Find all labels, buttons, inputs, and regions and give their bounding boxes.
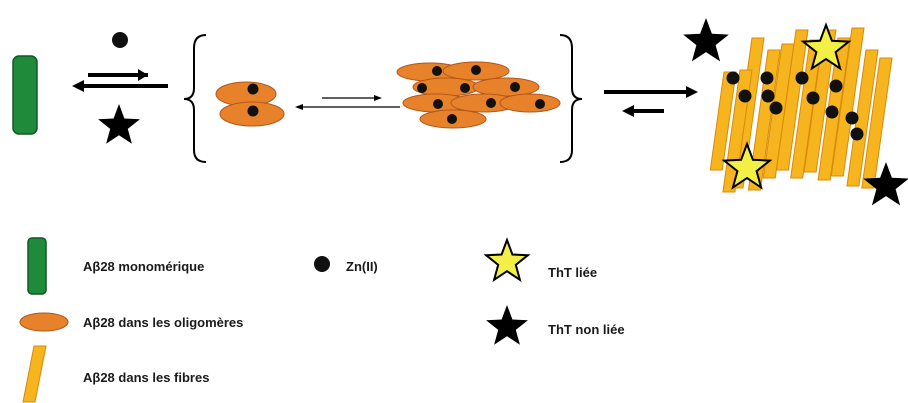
equilibrium-arrows-1 [72, 32, 168, 144]
tht-bound-star [800, 22, 852, 71]
zinc-dot [738, 89, 752, 103]
fibre-bar [747, 49, 781, 191]
zinc-dot [726, 71, 740, 85]
legend-zinc-label: Zn(II) [346, 259, 378, 274]
legend-fibre-icon [22, 345, 47, 403]
legend-monomer-label: Aβ28 monomérique [83, 259, 205, 274]
legend [19, 237, 531, 403]
oligomer-bracket-group [183, 34, 583, 163]
tht-bound-star [721, 141, 773, 190]
zinc-dot [769, 101, 783, 115]
legend-oligomer-label: Aβ28 dans les oligomères [83, 315, 244, 330]
dimer-oligomer [215, 81, 285, 127]
legend-zinc-icon [314, 256, 330, 272]
legend-tht-unbound-icon [486, 305, 528, 345]
zinc-dot [825, 105, 839, 119]
zinc-dot [795, 71, 809, 85]
zinc-dot [829, 79, 843, 93]
fibre-bar [830, 27, 865, 177]
legend-tht-unbound-label: ThT non liée [548, 322, 625, 337]
zinc-dot [112, 32, 128, 48]
legend-tht-bound-label: ThT liée [548, 265, 598, 280]
tht-unbound-star [863, 162, 908, 206]
monomer-shape [12, 55, 38, 135]
equilibrium-arrows-2 [604, 86, 698, 117]
zinc-dot [760, 71, 774, 85]
zinc-dot [845, 111, 859, 125]
legend-tht-bound-icon [483, 237, 531, 283]
fibre-bar [861, 57, 893, 189]
fibre-bar [775, 29, 809, 171]
large-oligomer-cluster [396, 61, 561, 129]
equilibrium-arrows-thin [295, 95, 400, 110]
zinc-dot [806, 91, 820, 105]
tht-unbound-star [98, 104, 140, 144]
zinc-dot [761, 89, 775, 103]
fibre-bundle [709, 27, 893, 193]
tht-unbound-star [683, 18, 729, 62]
fibre-bar [803, 29, 837, 173]
fibre-bar [846, 49, 879, 187]
legend-fibre-label: Aβ28 dans les fibres [83, 370, 210, 385]
zinc-dot [850, 127, 864, 141]
legend-oligomer-icon [19, 312, 69, 332]
legend-monomer-icon [27, 237, 47, 295]
